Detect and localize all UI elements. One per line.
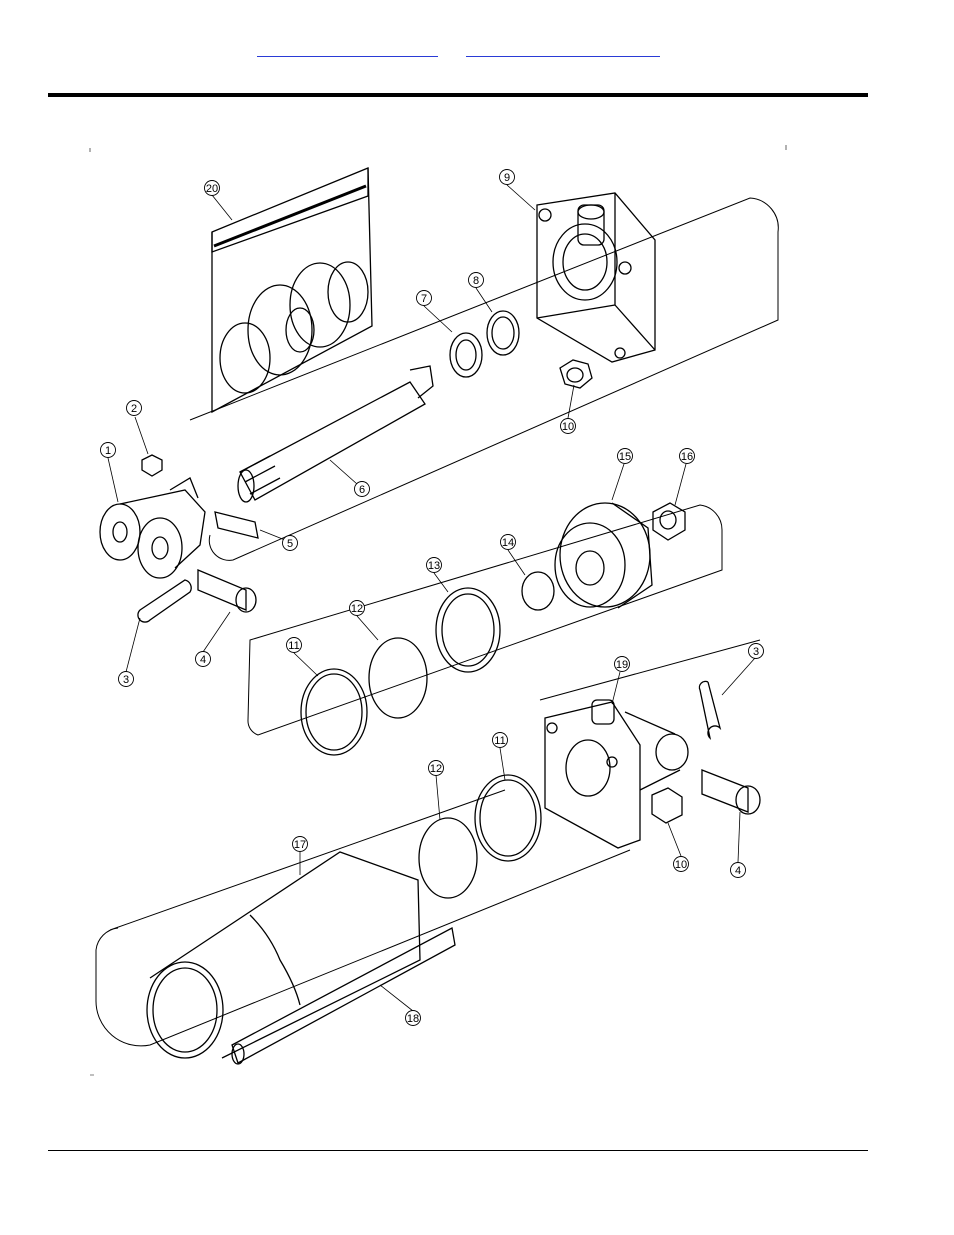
callout-3-upper: 3: [119, 672, 134, 687]
callout-7: 7: [417, 291, 432, 306]
envelope-upper: [190, 198, 778, 560]
footer-divider: [48, 1150, 868, 1151]
svg-text:6: 6: [359, 484, 365, 496]
svg-text:4: 4: [735, 865, 741, 877]
callout-14: 14: [501, 535, 516, 550]
hair-pin-upper: [138, 580, 191, 622]
callout-4-upper: 4: [196, 652, 211, 667]
rod-end-cap: [537, 193, 655, 362]
envelope-lower: [96, 640, 760, 1046]
hair-pin-lower: [699, 681, 720, 738]
callout-6: 6: [355, 482, 370, 497]
svg-text:12: 12: [430, 763, 442, 775]
piston: [555, 503, 652, 608]
svg-text:10: 10: [562, 421, 574, 433]
svg-text:19: 19: [616, 659, 628, 671]
svg-text:1: 1: [105, 445, 111, 457]
callout-10-lower: 10: [674, 857, 689, 872]
callout-12-upper: 12: [350, 601, 365, 616]
svg-text:11: 11: [494, 735, 505, 747]
nut-10-upper: [560, 360, 592, 388]
callout-16: 16: [680, 449, 695, 464]
callout-11-upper: 11: [287, 638, 302, 653]
callout-3-lower: 3: [749, 644, 764, 659]
callout-5: 5: [283, 536, 298, 551]
cylinder-barrel: [147, 852, 420, 1058]
svg-text:11: 11: [288, 640, 299, 652]
callout-17: 17: [293, 837, 308, 852]
callout-4-lower: 4: [731, 863, 746, 878]
svg-text:18: 18: [407, 1013, 419, 1025]
tie-rod: [232, 928, 455, 1064]
callout-13: 13: [427, 558, 442, 573]
svg-text:7: 7: [421, 293, 427, 305]
svg-text:14: 14: [502, 537, 514, 549]
o-ring-14: [522, 572, 554, 610]
svg-text:13: 13: [428, 560, 440, 572]
base-end-cap: [545, 700, 688, 848]
callout-8: 8: [469, 273, 484, 288]
envelope-middle: [248, 505, 722, 735]
callout-19: 19: [615, 657, 630, 672]
o-ring-11-upper: [301, 669, 367, 755]
callout-11-lower: 11: [493, 733, 508, 748]
svg-text:20: 20: [206, 183, 218, 195]
callout-2: 2: [127, 401, 142, 416]
svg-text:8: 8: [473, 275, 479, 287]
callout-1: 1: [101, 443, 116, 458]
svg-text:3: 3: [123, 674, 129, 686]
piston-nut: [653, 503, 685, 540]
callout-18: 18: [406, 1011, 421, 1026]
svg-text:3: 3: [753, 646, 759, 658]
callout-10-upper: 10: [561, 419, 576, 434]
callout-9: 9: [500, 170, 515, 185]
set-screw: [215, 512, 258, 538]
clevis-pin-lower: [702, 770, 760, 814]
backup-ring-12-lower: [419, 818, 477, 898]
callout-20: 20: [205, 181, 220, 196]
svg-text:16: 16: [681, 451, 693, 463]
seal-kit-bag: [212, 168, 372, 412]
svg-text:4: 4: [200, 654, 206, 666]
nut-10-lower: [652, 788, 682, 823]
o-ring-11-lower: [475, 775, 541, 861]
callout-15: 15: [618, 449, 633, 464]
svg-text:9: 9: [504, 172, 510, 184]
svg-text:15: 15: [619, 451, 631, 463]
svg-text:12: 12: [351, 603, 363, 615]
svg-text:5: 5: [287, 538, 293, 550]
nut-2: [142, 455, 162, 476]
piston-ring-13: [436, 588, 500, 672]
svg-text:10: 10: [675, 859, 687, 871]
clevis-pin-upper: [198, 570, 256, 612]
callout-12-lower: 12: [429, 761, 444, 776]
svg-text:17: 17: [294, 839, 306, 851]
svg-text:2: 2: [131, 403, 137, 415]
piston-rod: [238, 366, 433, 502]
